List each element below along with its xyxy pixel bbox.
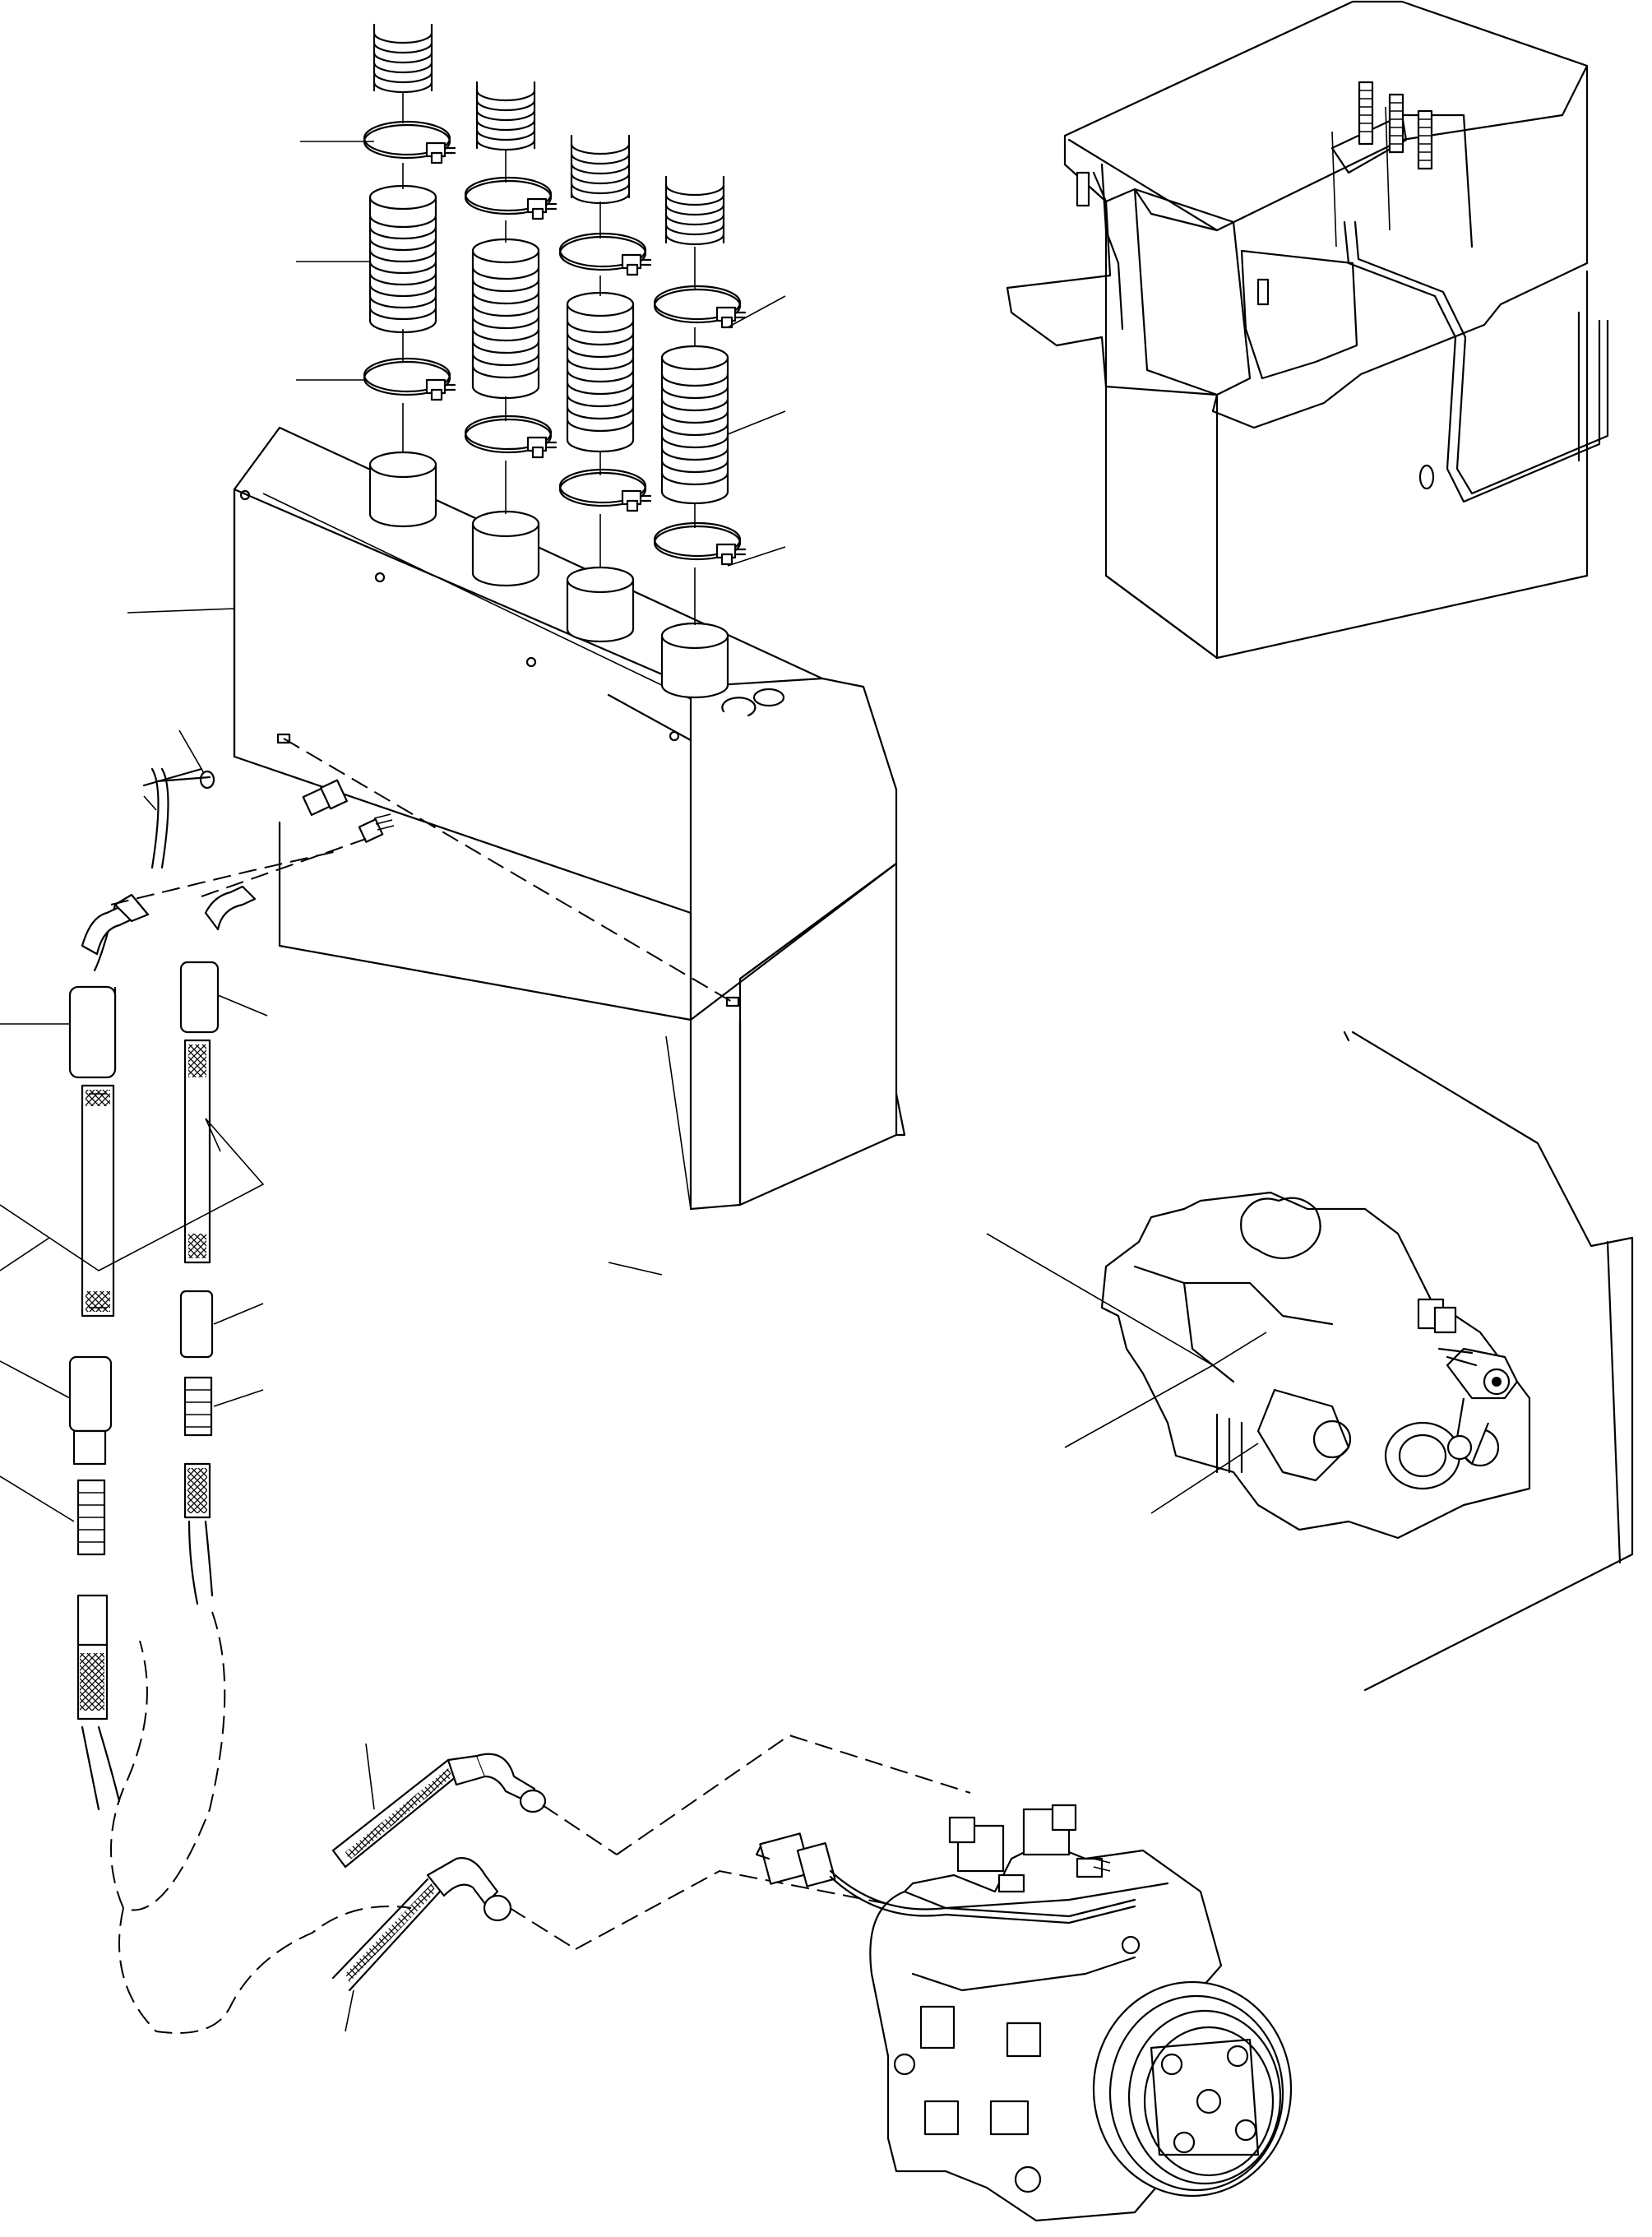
hose-clamp <box>464 176 558 220</box>
callout-leaders <box>0 141 1267 2032</box>
hose-clamp <box>653 285 747 329</box>
cab-location-inset <box>1006 0 1609 660</box>
duct-stub-2 <box>471 510 540 587</box>
callout-leader <box>213 1389 264 1407</box>
compressor-hose-upper <box>331 1753 618 1869</box>
hose-clamp <box>653 521 747 566</box>
callout-leader <box>143 795 157 811</box>
refrigerant-hose-assembly-left <box>68 767 395 1811</box>
hose-fitting-nipple <box>358 813 395 843</box>
hose-clamp <box>363 120 456 164</box>
compressor-electrical-connector <box>755 1832 1136 1924</box>
hose-route-path-6 <box>616 1734 971 1855</box>
hose-route-path-4 <box>201 838 367 897</box>
ac-compressor <box>755 1804 1293 2222</box>
hose-clamp <box>464 415 558 459</box>
callout-leader <box>727 295 786 328</box>
duct-stub-4 <box>660 622 729 699</box>
callout-leader <box>365 1743 375 1810</box>
callout-leader <box>0 1360 71 1399</box>
hose-route-path-3 <box>110 850 338 905</box>
duct-stack-group <box>233 23 906 1211</box>
duct-column-1 <box>363 23 456 452</box>
callout-leader <box>608 1262 663 1276</box>
hose-clamp <box>363 357 456 401</box>
hose-route-path-1 <box>110 1611 226 1911</box>
hose-route-path-5 <box>575 1869 889 1950</box>
callout-leader <box>213 1303 264 1325</box>
compressor-clutch-pulley <box>1092 1980 1293 2198</box>
duct-column-4 <box>653 175 747 625</box>
callout-leader <box>1150 1443 1259 1514</box>
callout-bracket <box>0 1118 265 1271</box>
compressor-hose-lower <box>331 1857 576 1992</box>
duct-column-2 <box>464 81 558 514</box>
callout-leader <box>178 729 205 774</box>
callout-leader <box>1212 1332 1267 1366</box>
hose-route-path-2 <box>118 1906 412 2034</box>
callout-leader <box>127 608 235 614</box>
duct-column-3 <box>558 134 652 567</box>
duct-stub-3 <box>566 566 635 643</box>
hose-fitting-nut <box>302 779 348 817</box>
engine-location-inset <box>1100 1031 1634 1692</box>
callout-leader <box>217 994 268 1017</box>
callout-leader <box>727 410 786 435</box>
engine-pulley-bracket <box>1437 1347 1519 1466</box>
hose-clamp <box>558 468 652 512</box>
callout-leader <box>727 546 786 567</box>
hose-clamp <box>558 232 652 276</box>
callout-leader <box>665 1035 692 1210</box>
callout-leader <box>0 1475 75 1522</box>
air-conditioner-unit-housing <box>233 426 906 1211</box>
callout-leader <box>345 1989 354 2032</box>
duct-stub-1 <box>368 451 437 528</box>
